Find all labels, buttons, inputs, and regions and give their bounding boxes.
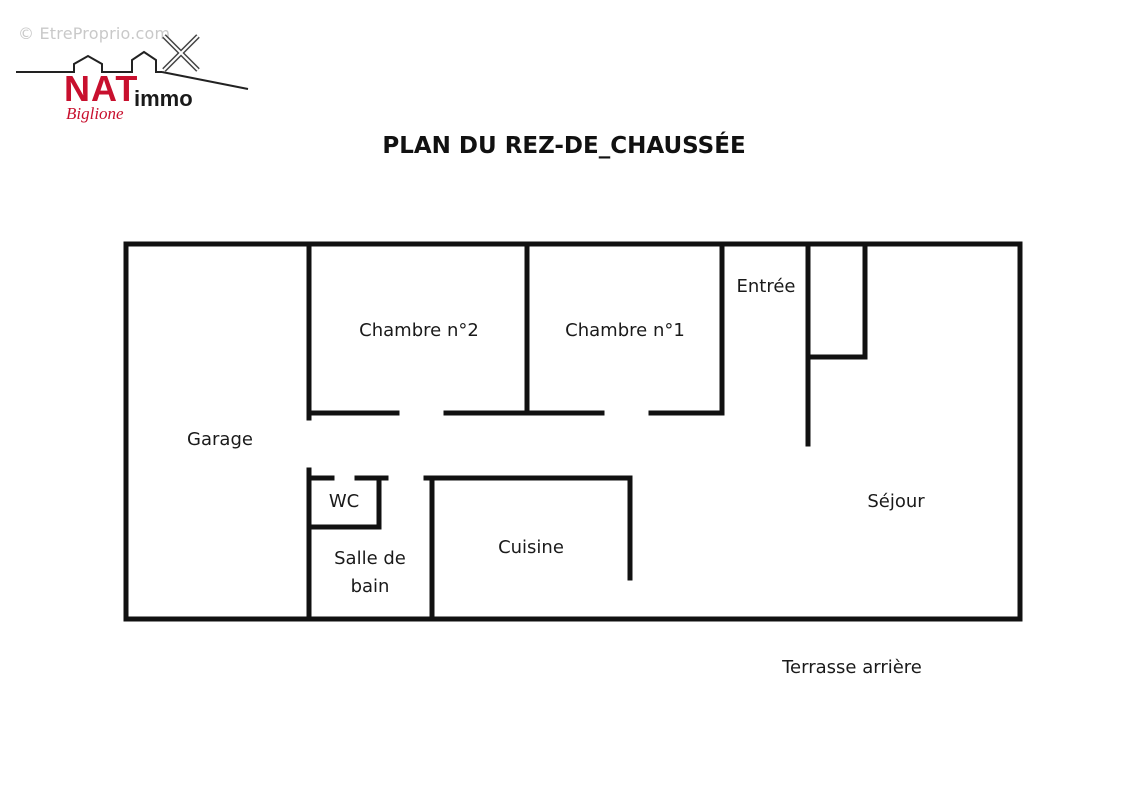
logo-tagline: Biglione <box>66 104 124 123</box>
plan-title: PLAN DU REZ-DE_CHAUSSÉE <box>382 133 746 159</box>
outer-wall <box>123 241 1023 622</box>
nat-immo-logo: NAT immo Biglione <box>14 26 254 126</box>
room-label-chambre-1: Chambre n°1 <box>565 320 685 341</box>
logo-brand: NAT <box>64 68 139 109</box>
room-label-salle-de-bain-line1: Salle de <box>334 548 406 569</box>
room-label-cuisine: Cuisine <box>498 537 564 558</box>
room-label-wc: WC <box>328 491 360 512</box>
label-terrasse-arriere: Terrasse arrière <box>782 657 922 678</box>
logo-suffix: immo <box>134 86 193 111</box>
room-label-garage: Garage <box>187 429 253 450</box>
room-label-sejour: Séjour <box>867 491 925 512</box>
watermark: © EtreProprio.com <box>18 24 171 43</box>
room-label-entree: Entrée <box>736 276 796 297</box>
room-label-salle-de-bain: Salle de bain <box>320 545 420 601</box>
room-label-chambre-2: Chambre n°2 <box>359 320 479 341</box>
room-label-salle-de-bain-line2: bain <box>350 576 390 597</box>
logo-house-outline-icon <box>16 34 249 90</box>
